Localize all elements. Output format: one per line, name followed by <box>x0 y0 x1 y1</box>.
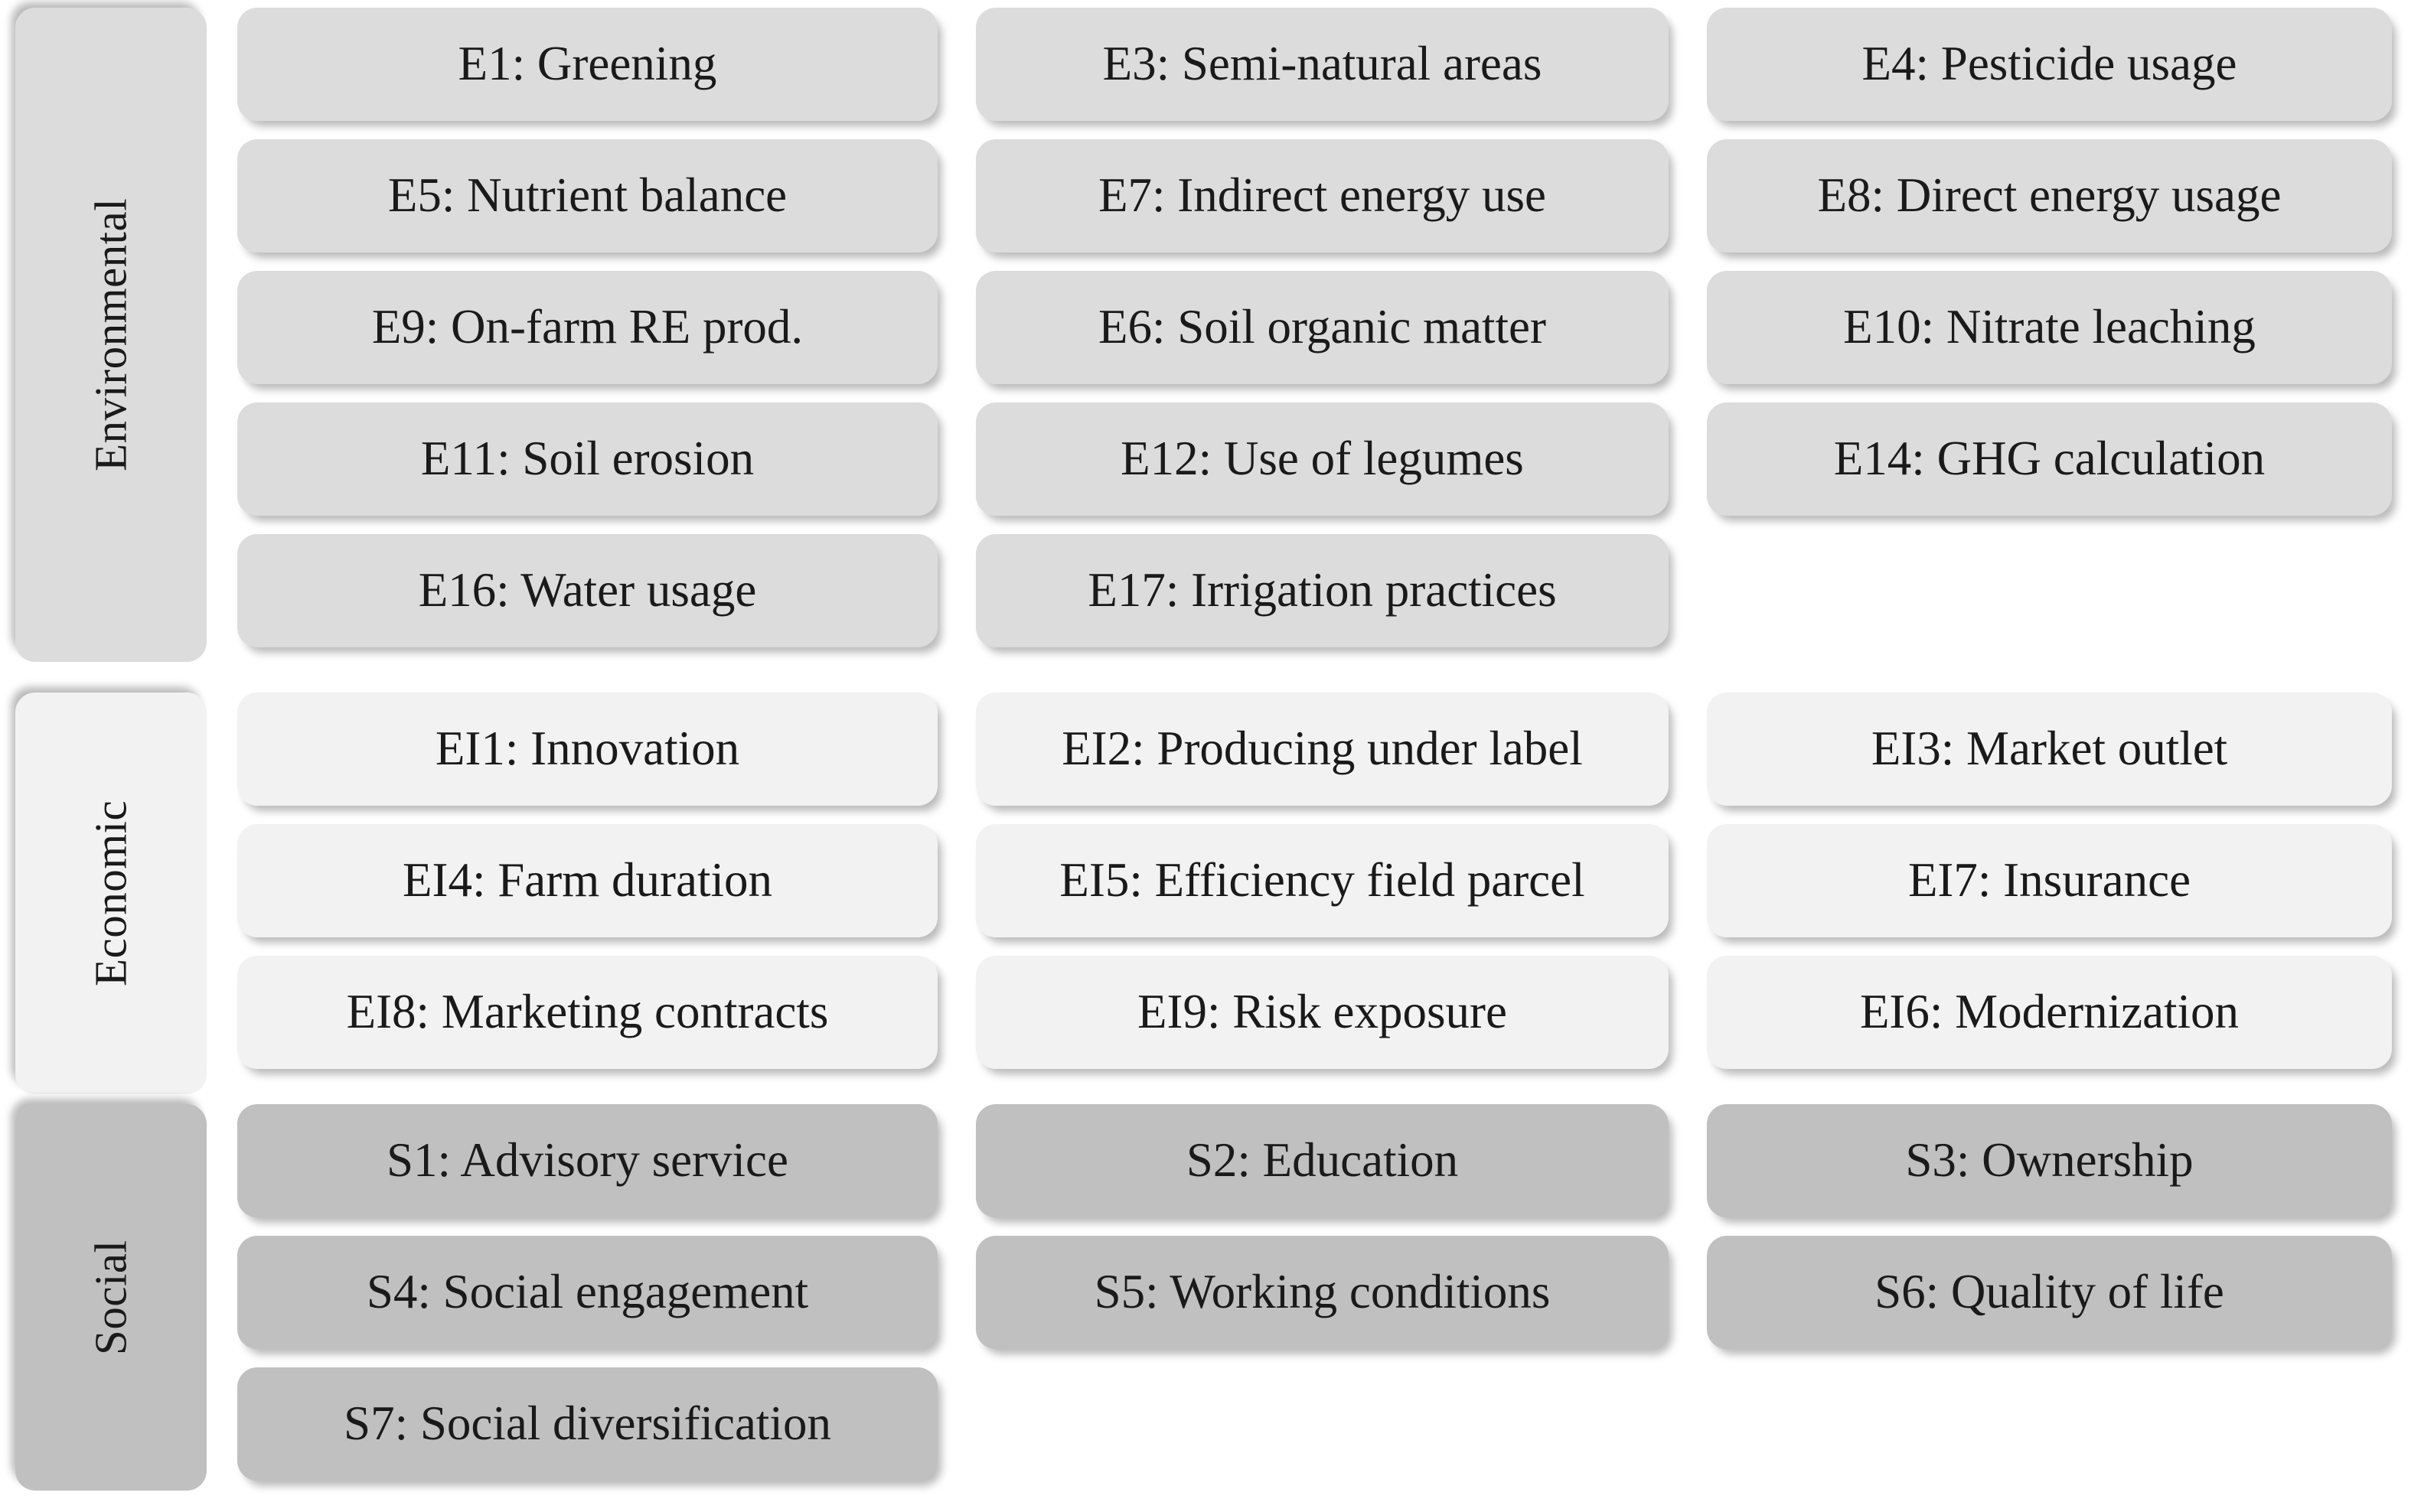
category-label-economic: Economic <box>85 800 136 987</box>
indicator-label: E8: Direct energy usage <box>1817 168 2282 223</box>
indicator-card: EI8: Marketing contracts <box>237 956 938 1069</box>
indicator-card: E6: Soil organic matter <box>976 271 1669 384</box>
indicator-label: EI4: Farm duration <box>403 853 772 908</box>
indicator-card: S4: Social engagement <box>237 1236 938 1349</box>
indicator-card: EI7: Insurance <box>1707 824 2392 937</box>
indicator-label: E12: Use of legumes <box>1121 432 1524 486</box>
category-card-economic: Economic <box>15 692 207 1094</box>
indicator-card: E17: Irrigation practices <box>976 534 1669 647</box>
indicator-label: EI5: Efficiency field parcel <box>1059 853 1585 908</box>
indicator-card: S2: Education <box>976 1104 1669 1217</box>
indicator-card: S7: Social diversification <box>237 1367 938 1481</box>
indicator-card: S3: Ownership <box>1707 1104 2392 1217</box>
indicator-label: EI6: Modernization <box>1859 985 2240 1039</box>
indicator-label: E10: Nitrate leaching <box>1843 300 2256 354</box>
indicator-label: E11: Soil erosion <box>420 432 755 486</box>
indicator-label: E14: GHG calculation <box>1833 432 2266 486</box>
indicator-card: S5: Working conditions <box>976 1236 1669 1349</box>
indicator-label: E6: Soil organic matter <box>1098 300 1546 354</box>
indicator-card: E7: Indirect energy use <box>976 139 1669 253</box>
indicator-card: EI5: Efficiency field parcel <box>976 824 1669 937</box>
indicator-card: E16: Water usage <box>237 534 938 647</box>
indicator-card: S1: Advisory service <box>237 1104 938 1217</box>
indicator-label: E17: Irrigation practices <box>1088 563 1557 618</box>
indicator-label: EI8: Marketing contracts <box>346 985 829 1039</box>
category-card-social: Social <box>15 1104 207 1491</box>
indicator-label: E7: Indirect energy use <box>1098 168 1546 223</box>
indicator-label: EI7: Insurance <box>1907 853 2191 908</box>
indicator-label: E16: Water usage <box>418 563 757 618</box>
indicator-card: E1: Greening <box>237 8 938 121</box>
indicator-label: EI3: Market outlet <box>1871 722 2228 776</box>
indicator-label: S2: Education <box>1186 1133 1459 1188</box>
indicator-label: E4: Pesticide usage <box>1861 37 2237 91</box>
indicator-card: E11: Soil erosion <box>237 402 938 516</box>
indicator-card: E9: On-farm RE prod. <box>237 271 938 384</box>
indicator-card: E10: Nitrate leaching <box>1707 271 2392 384</box>
indicator-label: S4: Social engagement <box>366 1265 809 1319</box>
category-card-environmental: Environmental <box>15 8 207 662</box>
indicator-card: E4: Pesticide usage <box>1707 8 2392 121</box>
indicator-card: E5: Nutrient balance <box>237 139 938 253</box>
indicator-card: E3: Semi-natural areas <box>976 8 1669 121</box>
indicator-card: E8: Direct energy usage <box>1707 139 2392 253</box>
indicator-label: E9: On-farm RE prod. <box>371 300 804 354</box>
indicator-card: E14: GHG calculation <box>1707 402 2392 516</box>
indicator-label: E3: Semi-natural areas <box>1102 37 1542 91</box>
indicator-label: EI9: Risk exposure <box>1137 985 1507 1039</box>
indicator-label: S6: Quality of life <box>1874 1265 2224 1319</box>
indicator-label: EI1: Innovation <box>435 722 740 776</box>
indicator-card: S6: Quality of life <box>1707 1236 2392 1349</box>
indicator-card: EI6: Modernization <box>1707 956 2392 1069</box>
category-label-environmental: Environmental <box>85 197 136 472</box>
indicator-card: EI3: Market outlet <box>1707 692 2392 806</box>
indicator-label: E1: Greening <box>458 37 717 91</box>
indicator-label: EI2: Producing under label <box>1062 722 1583 776</box>
indicator-card: EI1: Innovation <box>237 692 938 806</box>
indicator-card: EI4: Farm duration <box>237 824 938 937</box>
indicator-label: S1: Advisory service <box>387 1133 788 1188</box>
indicator-label: S5: Working conditions <box>1094 1265 1551 1319</box>
indicator-label: E5: Nutrient balance <box>387 168 788 223</box>
category-label-social: Social <box>85 1240 136 1355</box>
indicator-card: E12: Use of legumes <box>976 402 1669 516</box>
indicator-label: S7: Social diversification <box>344 1396 831 1451</box>
indicator-card: EI2: Producing under label <box>976 692 1669 806</box>
indicator-card: EI9: Risk exposure <box>976 956 1669 1069</box>
indicator-label: S3: Ownership <box>1905 1133 2194 1188</box>
